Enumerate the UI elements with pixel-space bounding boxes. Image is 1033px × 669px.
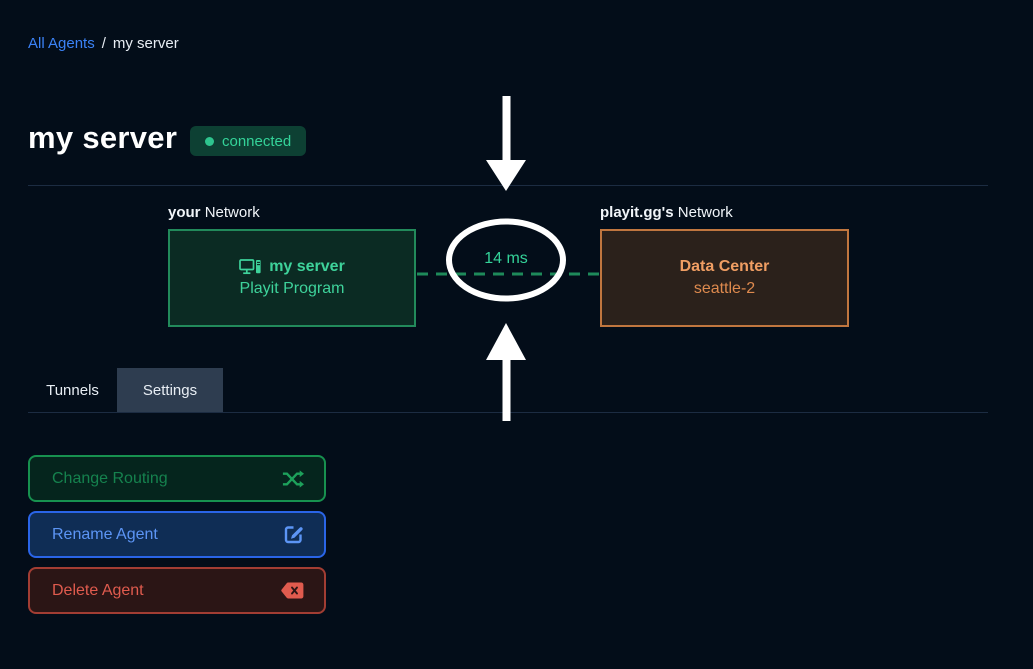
data-center-box: Data Center seattle-2: [600, 229, 849, 327]
arrow-up-annotation-icon: [486, 323, 526, 421]
change-routing-label: Change Routing: [52, 469, 168, 487]
breadcrumb-current: my server: [112, 35, 179, 52]
playit-network-label-bold: playit.gg's: [600, 204, 674, 221]
edit-icon: [283, 524, 304, 545]
local-agent-box: my server Playit Program: [168, 229, 416, 327]
desktop-computer-icon: [239, 258, 262, 276]
latency-value: 14 ms: [484, 250, 528, 267]
data-center-region: seattle-2: [693, 280, 756, 297]
local-agent-subtitle: Playit Program: [239, 280, 345, 297]
status-badge: connected: [190, 126, 307, 156]
header-divider: [28, 185, 988, 186]
your-network-label-bold: your: [168, 204, 201, 221]
status-dot-icon: [205, 136, 214, 146]
breadcrumb-link-all-agents[interactable]: All Agents: [28, 35, 95, 52]
tab-tunnels-label: Tunnels: [46, 381, 99, 399]
rename-agent-button[interactable]: Rename Agent: [28, 511, 326, 558]
tab-tunnels[interactable]: Tunnels: [28, 368, 117, 412]
local-agent-name: my server: [269, 258, 345, 275]
arrow-down-annotation-icon: [486, 96, 526, 191]
shuffle-icon: [281, 469, 304, 489]
status-badge-label: connected: [222, 132, 292, 150]
data-center-title: Data Center: [679, 258, 770, 275]
your-network-label-rest: Network: [204, 204, 260, 221]
playit-network-label-rest: Network: [677, 204, 733, 221]
change-routing-button[interactable]: Change Routing: [28, 455, 326, 502]
delete-agent-label: Delete Agent: [52, 581, 144, 599]
tab-settings[interactable]: Settings: [117, 368, 223, 412]
delete-agent-button[interactable]: Delete Agent: [28, 567, 326, 614]
backspace-icon: [281, 582, 304, 599]
breadcrumb: All Agents / my server: [28, 35, 179, 52]
playit-network-label: playit.gg's Network: [600, 204, 733, 221]
tabs-divider: [28, 412, 988, 413]
your-network-label: your Network: [168, 204, 260, 221]
tab-settings-label: Settings: [142, 381, 198, 399]
breadcrumb-separator: /: [101, 35, 106, 52]
page-title: my server: [28, 120, 178, 155]
rename-agent-label: Rename Agent: [52, 525, 158, 543]
